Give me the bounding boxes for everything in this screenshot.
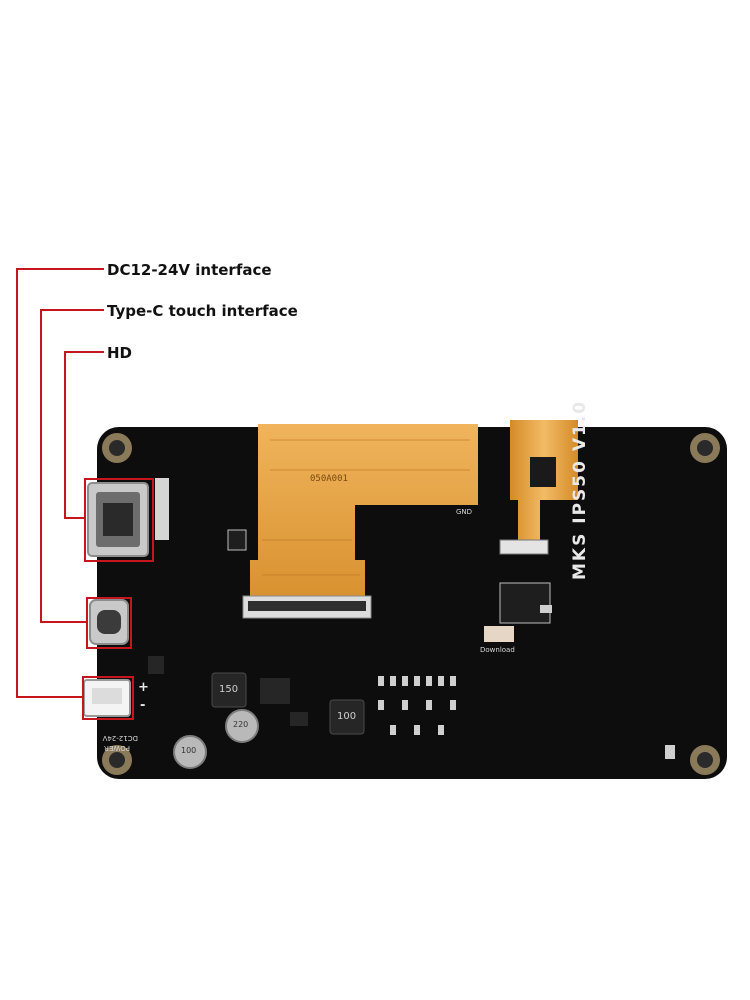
callout-box-hdmi <box>84 478 154 562</box>
ic-chip <box>227 529 247 551</box>
callout-line-hdmi <box>64 351 66 519</box>
inductor <box>329 699 365 735</box>
power-plus-silkscreen: + <box>138 680 149 695</box>
callout-label-hdmi: HD <box>107 344 133 362</box>
callout-line-type-c <box>40 621 86 623</box>
capacitor <box>173 735 207 769</box>
callout-line-hdmi <box>64 351 104 353</box>
inductor-value-150: 150 <box>219 684 239 695</box>
callout-line-power <box>16 268 104 270</box>
callout-line-type-c <box>40 309 104 311</box>
inductor <box>211 672 247 708</box>
power-voltage-silkscreen: DC12-24V <box>102 734 138 742</box>
board-model-silkscreen: MKS IPS50 V1.0 <box>570 399 590 580</box>
capacitor-value-100: 100 <box>181 746 197 755</box>
touch-controller-chip <box>530 457 556 487</box>
power-minus-silkscreen: - <box>140 698 146 713</box>
capacitor-value-220: 220 <box>233 720 249 729</box>
mounting-hole <box>102 433 132 463</box>
mounting-hole <box>102 745 132 775</box>
callout-line-power <box>16 696 82 698</box>
download-button <box>484 626 514 642</box>
callout-label-type-c: Type-C touch interface <box>107 302 298 320</box>
mounting-hole <box>690 745 720 775</box>
pcb-body <box>97 427 727 779</box>
capacitor <box>225 709 259 743</box>
gnd-silkscreen: GND <box>456 508 473 516</box>
download-silkscreen: Download <box>480 646 515 654</box>
touch-connector <box>499 539 549 555</box>
mounting-hole <box>690 433 720 463</box>
fpc-code-text: 050A001 <box>310 474 348 484</box>
callout-box-type-c <box>86 597 132 649</box>
callout-line-type-c <box>40 309 42 623</box>
callout-label-power: DC12-24V interface <box>107 261 272 279</box>
callout-line-power <box>16 268 18 698</box>
callout-box-power <box>82 676 134 720</box>
callout-line-hdmi <box>64 517 84 519</box>
lcd-flex-cable <box>250 424 478 600</box>
inductor-value-100: 100 <box>337 711 357 722</box>
power-title-silkscreen: POWER <box>104 744 130 752</box>
ic-chip <box>499 582 551 624</box>
